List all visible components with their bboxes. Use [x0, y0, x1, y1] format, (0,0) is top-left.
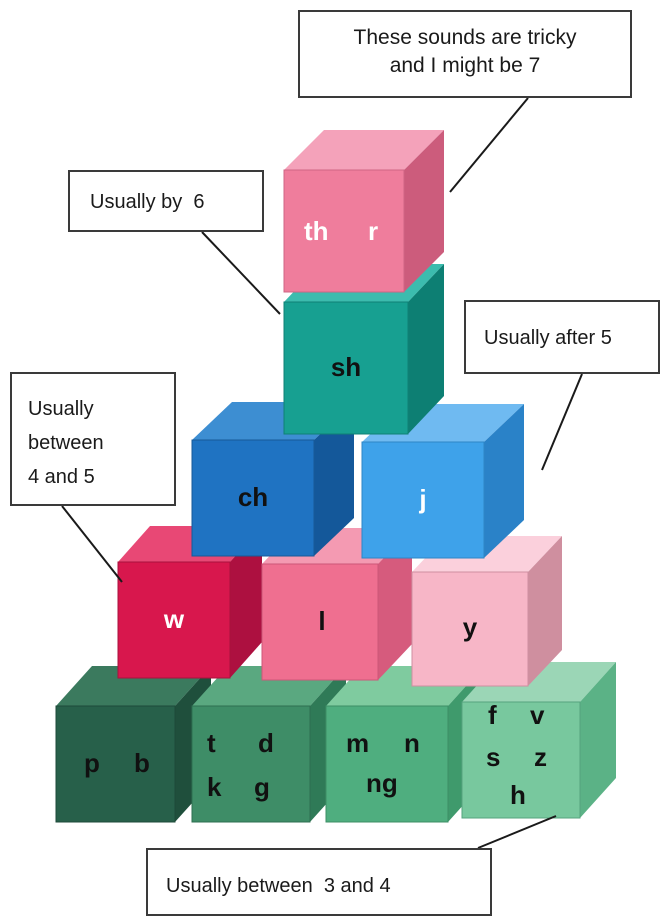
cube-letter: p: [84, 748, 100, 778]
leader-line-between34: [477, 815, 557, 849]
callout-text: Usually between 3 and 4: [166, 875, 391, 897]
cube-letter: t: [207, 728, 216, 758]
cube-p-b: p b: [55, 666, 211, 823]
cube-letter: r: [368, 216, 378, 246]
cube-front-face: [461, 701, 581, 819]
cube-letter: b: [134, 748, 150, 778]
callout-between45: Usually between 4 and 5: [10, 372, 176, 506]
callout-line: between: [28, 432, 104, 454]
cube-side-face: [230, 526, 262, 678]
callout-between34: Usually between 3 and 4: [146, 848, 492, 916]
cube-side-face: [378, 528, 412, 680]
cube-letter: j: [418, 484, 426, 514]
callout-line: Usually: [28, 398, 94, 420]
cube-letter: sh: [331, 352, 361, 382]
cube-front-face: [283, 169, 405, 293]
callout-by6: Usually by 6: [68, 170, 264, 232]
cube-front-face: [261, 563, 379, 681]
cube-side-face: [404, 130, 444, 292]
callout-line: and I might be 7: [389, 54, 541, 77]
leader-line-by6: [201, 231, 281, 315]
callout-after5: Usually after 5: [464, 300, 660, 374]
cube-side-face: [580, 662, 616, 818]
leader-line-tricky: [449, 97, 529, 193]
cube-letter: f: [488, 700, 497, 730]
cube-letter: k: [207, 772, 222, 802]
cube-letter: y: [463, 612, 478, 642]
leader-line-between45: [61, 505, 123, 583]
callout-text: Usually after 5: [484, 327, 612, 349]
cube-front-face: [55, 705, 176, 823]
leader-line-after5: [541, 373, 583, 471]
cube-letter: l: [318, 606, 325, 636]
cube-front-face: [191, 439, 315, 557]
cube-front-face: [325, 705, 449, 823]
cube-front-face: [361, 441, 485, 559]
cube-letter: w: [163, 604, 185, 634]
cube-front-face: [117, 561, 231, 679]
cube-letter: ch: [238, 482, 268, 512]
cube-letter: ng: [366, 768, 398, 798]
cube-front-face: [283, 301, 409, 435]
callout-line: These sounds are tricky: [353, 26, 577, 49]
cube-letter: v: [530, 700, 545, 730]
cube-front-face: [191, 705, 311, 823]
cube-front-face: [411, 571, 529, 687]
cube-letter: h: [510, 780, 526, 810]
cube-letter: s: [486, 742, 500, 772]
callout-line: 4 and 5: [28, 466, 95, 488]
cube-letter: m: [346, 728, 369, 758]
cube-th-r: th r: [283, 130, 444, 293]
cube-f-v-s-z-h: f v s z h: [461, 662, 616, 819]
cube-side-face: [314, 402, 354, 556]
cube-side-face: [528, 536, 562, 686]
cube-letter: th: [304, 216, 329, 246]
callout-text: Usually by 6: [90, 191, 205, 213]
cube-side-face: [484, 404, 524, 558]
cube-t-d-k-g: t d k g: [191, 666, 346, 823]
callout-tricky: These sounds are tricky and I might be 7: [298, 10, 632, 98]
cube-top-face: [284, 130, 444, 170]
cube-letter: n: [404, 728, 420, 758]
cube-letter: z: [534, 742, 547, 772]
cube-letter: d: [258, 728, 274, 758]
cube-letter: g: [254, 772, 270, 802]
cube-side-face: [408, 264, 444, 434]
cube-m-n-ng: m n ng: [325, 666, 484, 823]
cube-ch: ch: [191, 402, 354, 557]
